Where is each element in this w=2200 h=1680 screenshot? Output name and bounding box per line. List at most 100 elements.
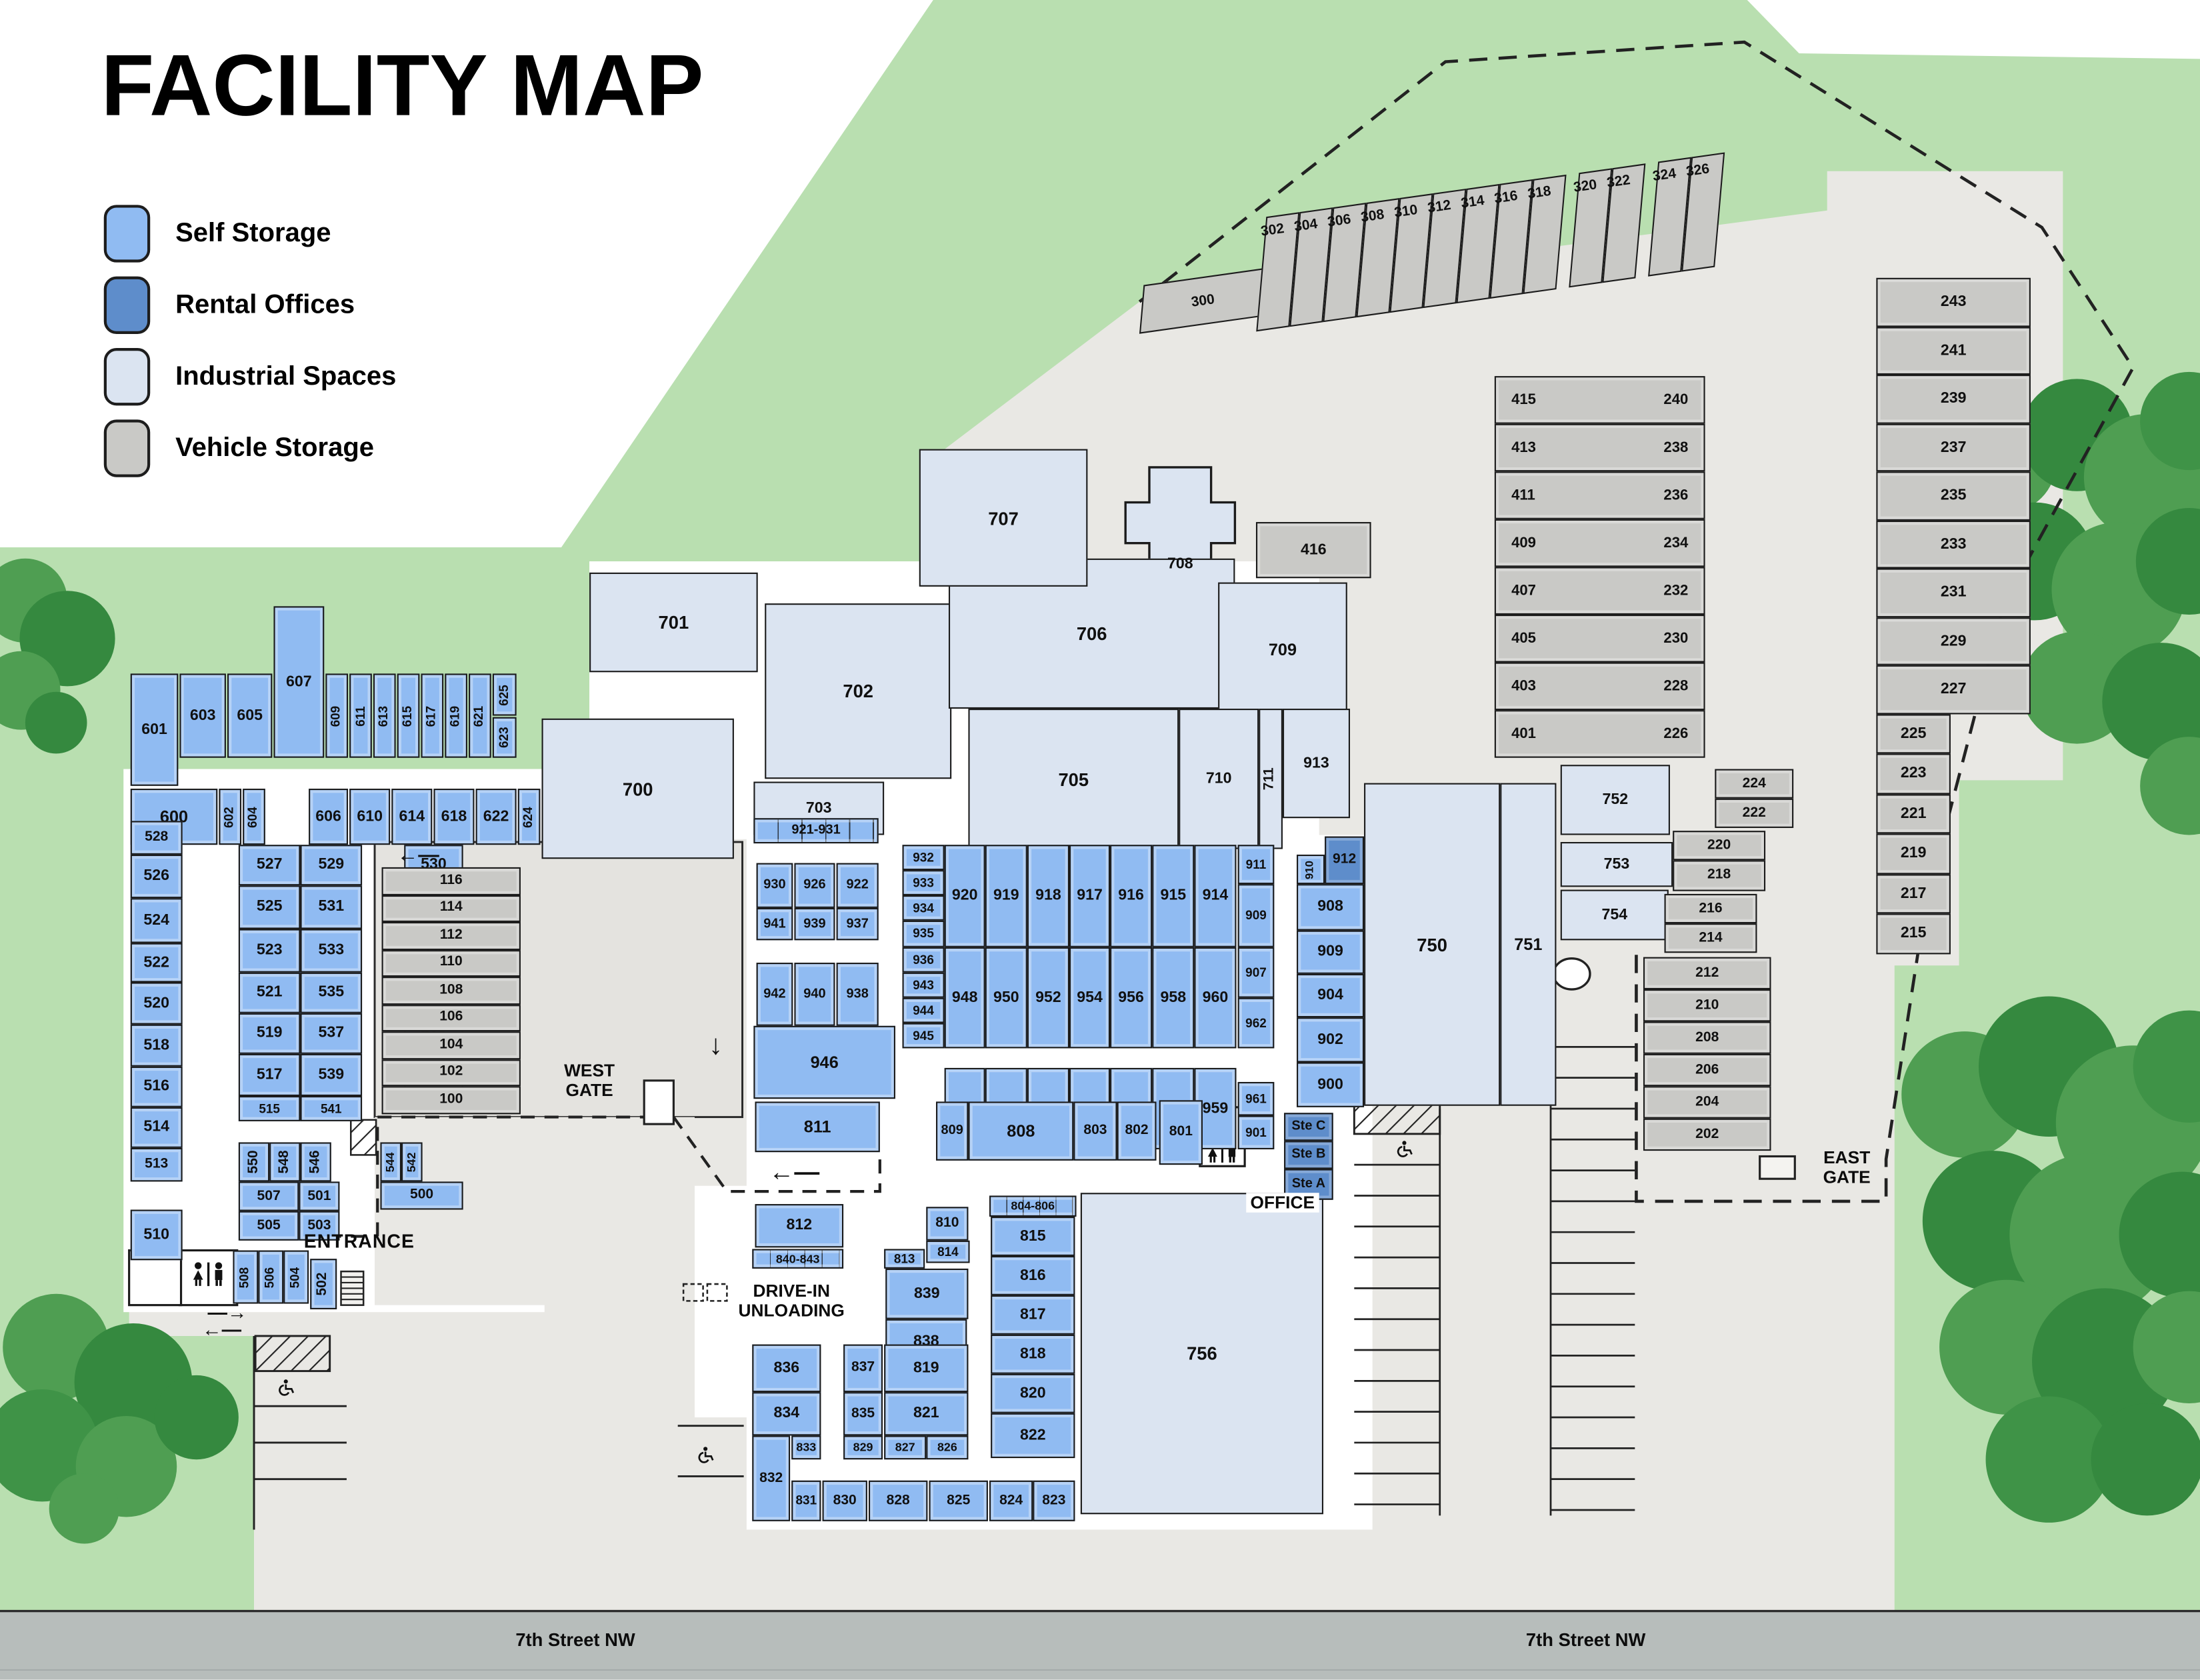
dashed-box-2 [706,1283,728,1302]
rental-offices-swatch [103,276,151,334]
unit-202: 202 [1643,1118,1771,1151]
unit-216: 216 [1664,893,1757,924]
unit-956: 956 [1110,947,1153,1049]
unit-624: 624 [517,789,541,845]
unit-515: 515 [238,1096,301,1121]
unit-522: 522 [130,943,183,983]
unit-539: 539 [300,1053,363,1097]
unit-707: 707 [919,449,1088,587]
unit-610: 610 [349,789,391,845]
unit-908: 908 [1297,884,1365,931]
unit-804-806: 804-806 [989,1195,1077,1217]
unit-237: 237 [1876,423,2031,472]
unit-527: 527 [238,845,301,886]
vehicle-storage-swatch [103,419,151,477]
unit-750: 750 [1364,783,1501,1106]
unit-818: 818 [991,1334,1075,1374]
unit-961: 961 [1237,1081,1275,1116]
unit-940: 940 [794,963,835,1026]
unit-112: 112 [381,921,521,950]
unit-529: 529 [300,845,363,886]
unit-821: 821 [884,1392,969,1436]
unit-613: 613 [373,673,396,758]
unit-516: 516 [130,1066,183,1107]
unit-913: 913 [1282,709,1351,819]
legend-label: Vehicle Storage [175,433,375,463]
unit-531: 531 [300,885,363,929]
unit-542: 542 [401,1142,423,1182]
unit-223: 223 [1876,753,1951,795]
unit-546: 546 [300,1142,331,1182]
unit-945: 945 [902,1023,945,1049]
unit-939: 939 [794,907,835,941]
unit-817: 817 [991,1295,1075,1335]
unit-110: 110 [381,949,521,977]
unit-508: 508 [233,1250,259,1304]
unit-525: 525 [238,885,301,929]
unit-520: 520 [130,982,183,1025]
unit-221: 221 [1876,794,1951,834]
unit-752: 752 [1560,765,1670,835]
unit-901: 901 [1237,1115,1275,1149]
dashed-box-1 [682,1283,704,1302]
unit-836: 836 [752,1344,821,1393]
unit-604: 604 [243,789,265,845]
unit-912: 912 [1325,836,1365,885]
unit-808: 808 [968,1101,1074,1161]
unit-809: 809 [936,1101,969,1161]
unit-241: 241 [1876,327,2031,375]
unit-618: 618 [433,789,475,845]
unit-617: 617 [421,673,444,758]
arrow-left-entrance-icon: ←— [202,1317,242,1341]
east-gate-square [1759,1155,1796,1180]
west-gate-square [643,1079,675,1125]
unit-218: 218 [1673,860,1766,891]
legend-item-vehicle-storage: Vehicle Storage [103,419,375,477]
unit-837: 837 [843,1344,883,1393]
unit-822: 822 [991,1413,1075,1459]
hatch-crosswalk-center [1353,1102,1441,1135]
unit-816: 816 [991,1255,1075,1295]
unit-108: 108 [381,977,521,1005]
unit-106: 106 [381,1004,521,1032]
unit-946: 946 [753,1025,895,1099]
unit-614: 614 [391,789,433,845]
road [0,1611,2200,1680]
unit-615: 615 [397,673,420,758]
unit-827: 827 [884,1435,927,1460]
unit-219: 219 [1876,833,1951,875]
unit-962: 962 [1237,997,1275,1049]
unit-619: 619 [445,673,467,758]
legend-panel [0,0,933,547]
unit-751: 751 [1500,783,1557,1106]
unit-754: 754 [1560,889,1669,941]
unit-210: 210 [1643,989,1771,1022]
unit-326: 326 [1681,152,1725,272]
unit-952: 952 [1027,947,1070,1049]
unit-825: 825 [929,1480,988,1521]
trees-left [0,558,115,754]
unit-233: 233 [1876,520,2031,569]
unit-505: 505 [238,1211,299,1241]
unit-510: 510 [130,1209,183,1261]
unit-910: 910 [1297,854,1325,885]
unit-911: 911 [1237,845,1275,885]
westgate-zone [375,1117,695,1305]
unit-603: 603 [179,673,226,758]
circle-feature [1552,957,1591,991]
unit-500: 500 [380,1181,463,1210]
trees-right [1901,996,2200,1523]
industrial-spaces-swatch [103,348,151,406]
unit-102: 102 [381,1059,521,1087]
unit-802: 802 [1117,1101,1157,1161]
unit-622: 622 [475,789,517,845]
unit-521: 521 [238,972,301,1013]
unit-833: 833 [791,1435,821,1460]
unit-934: 934 [902,895,945,921]
unit-811: 811 [755,1101,880,1153]
arrow-left-lot-icon: ←— [397,843,439,867]
hatch-crosswalk-entrance [254,1335,331,1373]
legend-label: Industrial Spaces [175,361,397,391]
